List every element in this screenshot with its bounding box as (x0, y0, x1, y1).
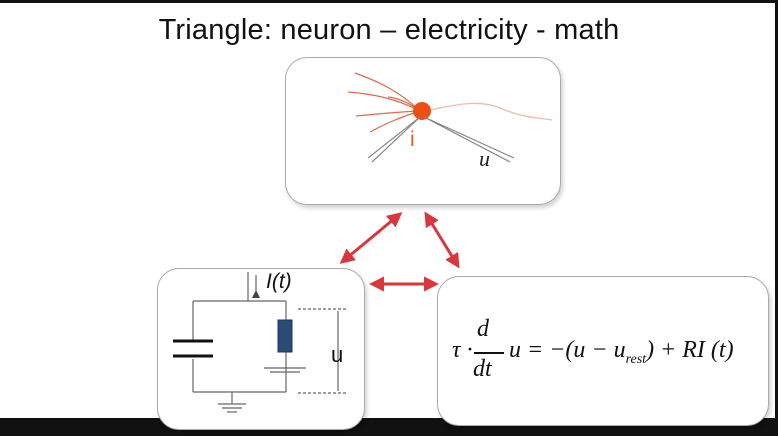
axon (424, 102, 553, 121)
fraction-bar (474, 352, 504, 354)
equation-numerator: d (477, 316, 489, 342)
double-arrow-neuron-circuit (339, 212, 403, 264)
electrode (423, 116, 511, 163)
equation-denominator: dt (473, 356, 492, 382)
electrode (423, 116, 515, 159)
neuron-cell-body (413, 102, 431, 120)
electrode (367, 116, 421, 159)
equation-rhs-start: u = −(u − u (509, 337, 626, 363)
double-arrow-neuron-equation (424, 211, 460, 269)
equation-rhs-end: ) + RI (t) (646, 337, 734, 363)
electrode (371, 116, 421, 163)
equation-lhs: τ · (452, 337, 473, 363)
dendrite (355, 110, 421, 117)
neuron-current-label: i (410, 128, 415, 151)
circuit-voltage-label: u (331, 342, 344, 367)
rc-circuit (192, 272, 346, 413)
dendrite (347, 91, 421, 112)
resistor (277, 319, 293, 353)
neuron-voltage-label: u (479, 146, 490, 171)
circuit-current-label: I(t) (266, 270, 292, 293)
right-border (775, 0, 778, 436)
equation-panel (437, 276, 769, 426)
dendrite (354, 72, 421, 112)
slide-title: Triangle: neuron – electricity - math (158, 14, 620, 46)
equation-subscript-rest: rest (625, 352, 647, 367)
equation-rhs: u = −(u − urest) + RI (t) (509, 337, 734, 367)
neuron-illustration (347, 72, 553, 163)
current-arrowhead (252, 290, 260, 298)
top-border (0, 0, 778, 3)
neuron-panel (285, 57, 561, 205)
circuit-panel (157, 268, 365, 430)
